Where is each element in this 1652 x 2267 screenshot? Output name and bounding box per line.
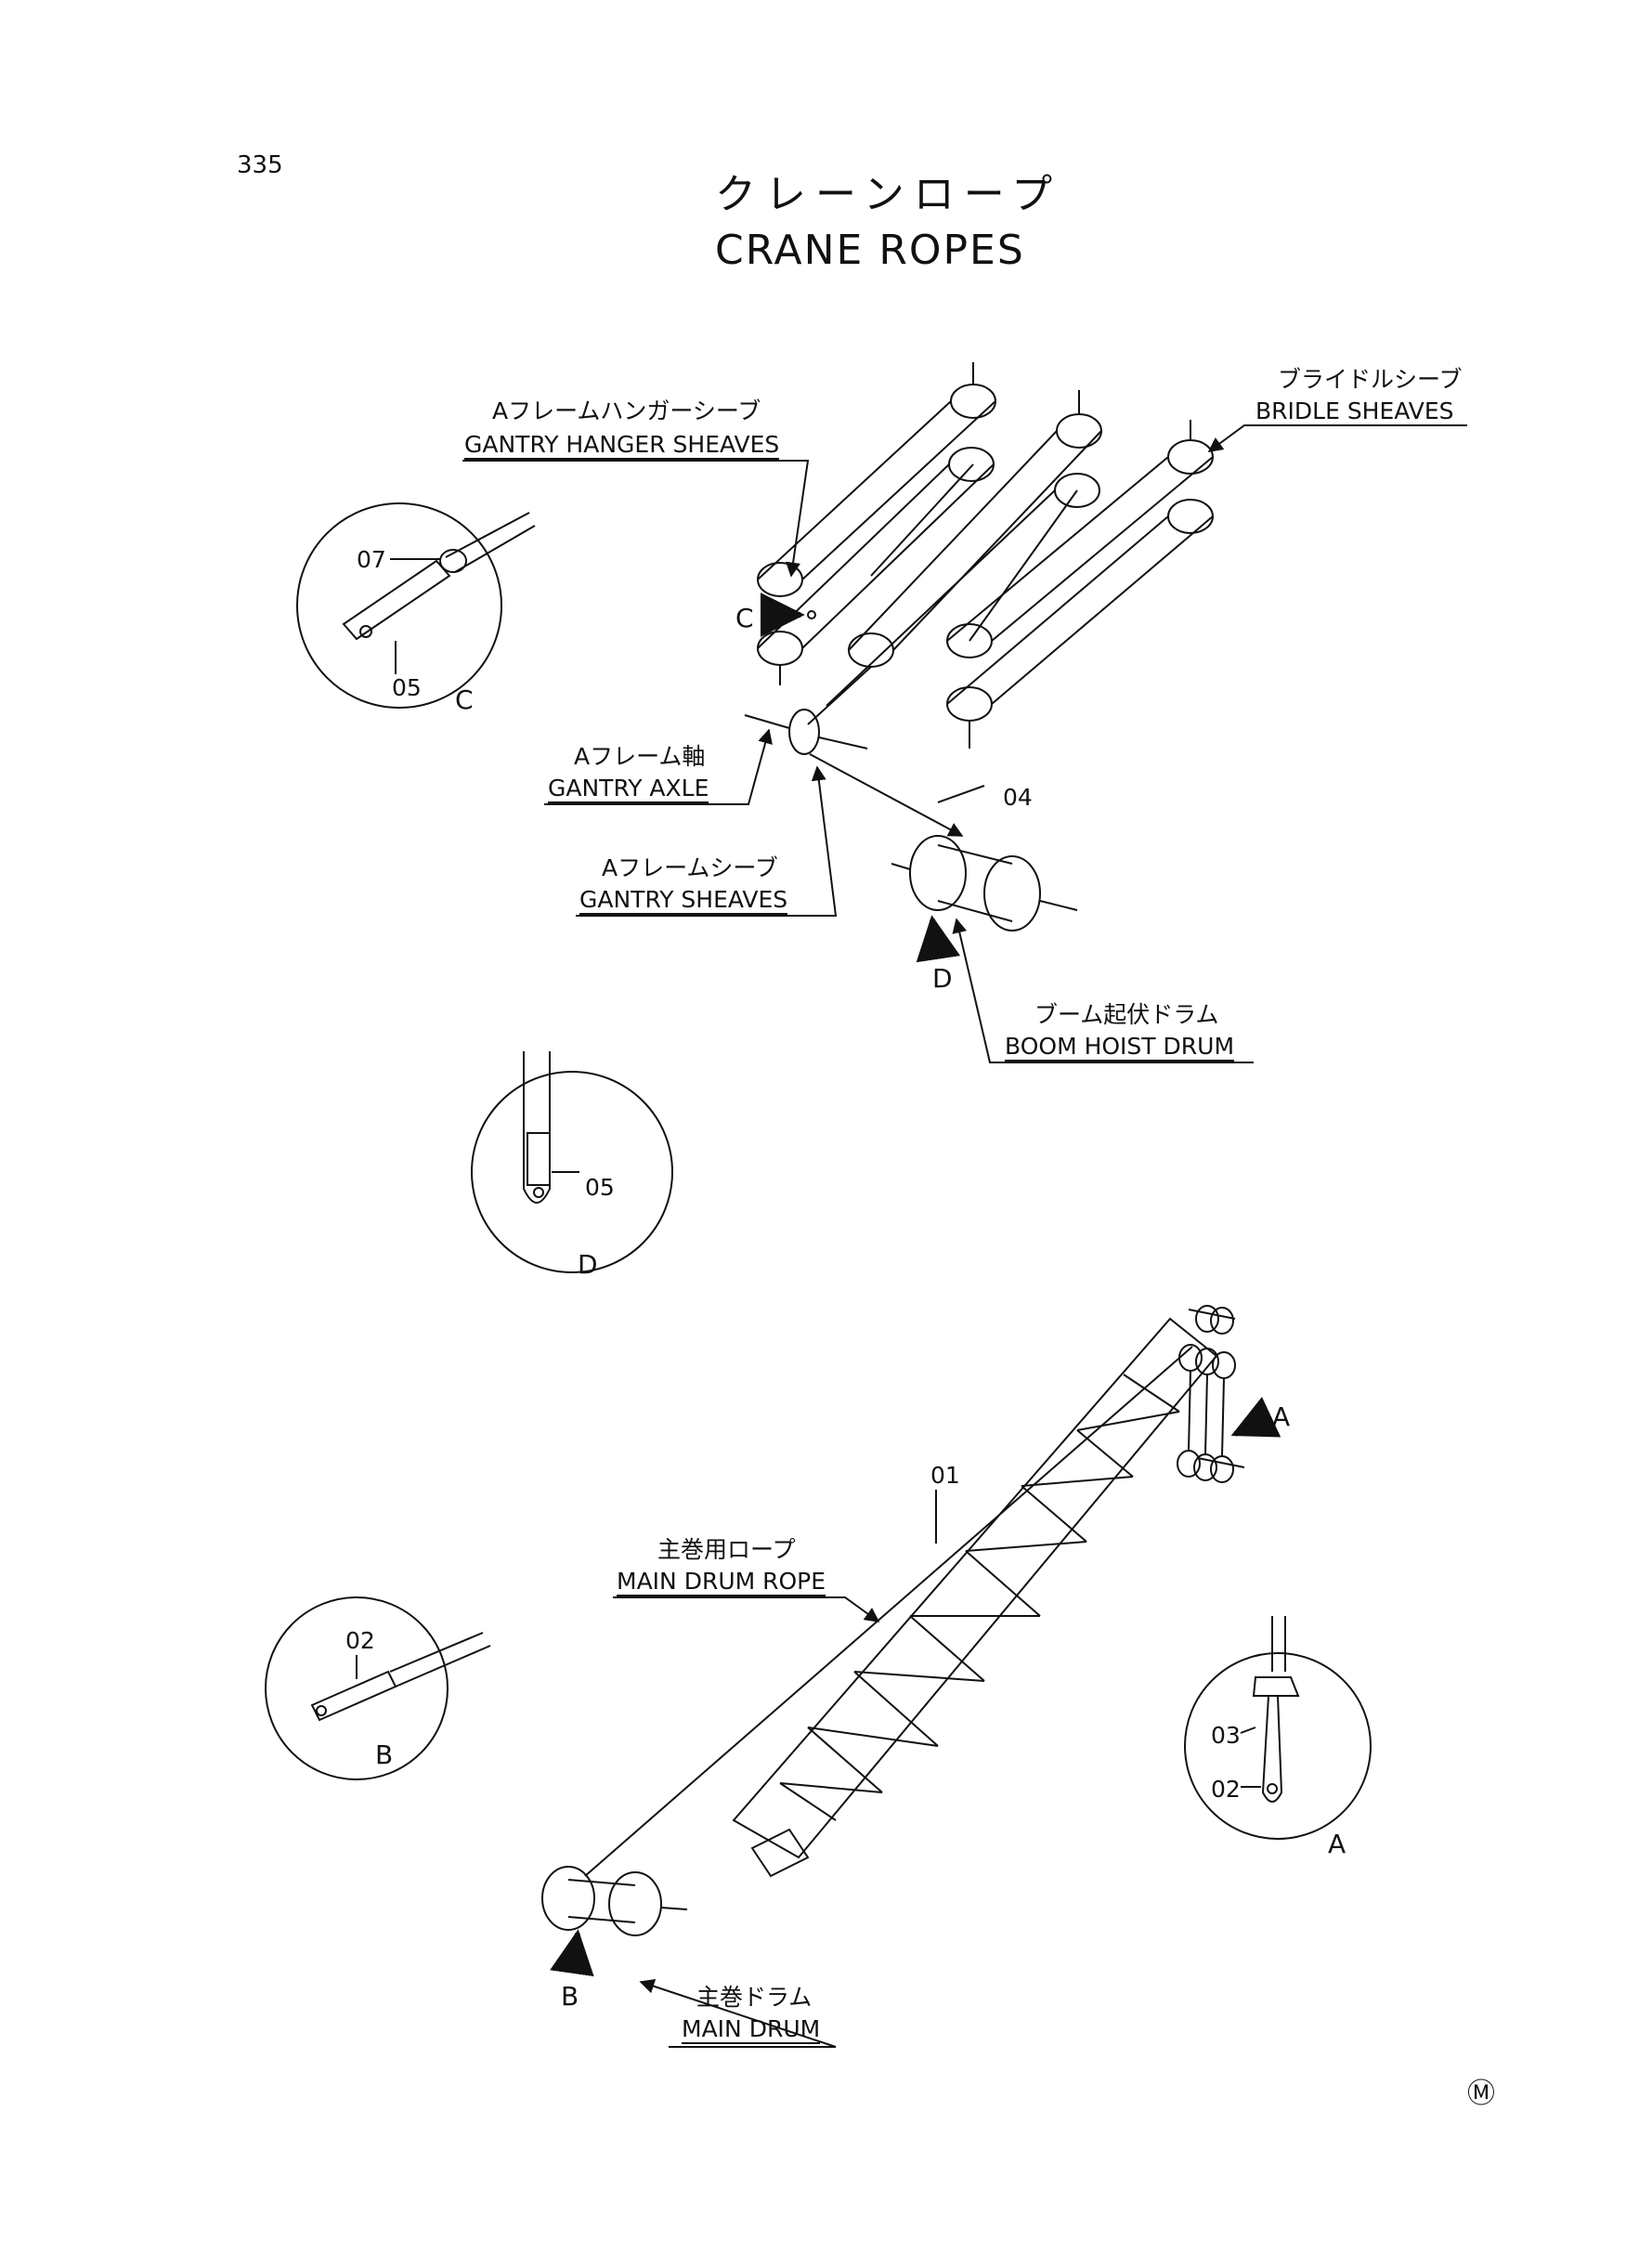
detail-c-circle <box>296 502 536 709</box>
bridle-sheaves <box>946 420 1214 749</box>
gantry-sheaves-label-jp: Aフレームシーブ <box>602 854 778 881</box>
detail-a-circle <box>1184 1616 1372 1840</box>
gantry-sheaves-label: GANTRY SHEAVES <box>579 886 788 915</box>
part-number-04: 04 <box>1003 784 1033 811</box>
view-c-pointer <box>760 593 816 637</box>
gantry-hanger-sheaves-label-jp: Aフレームハンガーシーブ <box>492 397 761 424</box>
gantry-axle-label: GANTRY AXLE <box>548 775 709 803</box>
boom-hoist-drum <box>891 785 1078 963</box>
title-japanese: クレーンロープ <box>715 171 1062 218</box>
main-drum-rope <box>584 1346 1193 1877</box>
view-c-arrow-letter: C <box>735 603 754 633</box>
manufacturer-mark: Ⓜ <box>1467 2078 1495 2110</box>
view-b-arrow-letter: B <box>561 1981 579 2012</box>
boom-lattice <box>732 1309 1245 1878</box>
page-number: 335 <box>237 151 283 179</box>
gantry-sheave <box>744 709 964 837</box>
main-drum-rope-label-jp: 主巻用ロープ <box>657 1536 796 1563</box>
detail-b-circle <box>265 1596 491 1780</box>
gantry-hanger-sheaves-label: GANTRY HANGER SHEAVES <box>464 431 780 460</box>
view-a-detail-letter: A <box>1328 1829 1346 1859</box>
view-b-detail-letter: B <box>375 1739 394 1770</box>
part-number-02-a: 02 <box>1211 1776 1241 1803</box>
main-drum-label: MAIN DRUM <box>682 2015 821 2044</box>
main-drum <box>541 1866 688 1977</box>
boom-hoist-drum-label: BOOM HOIST DRUM <box>1005 1033 1235 1062</box>
main-drum-rope-label: MAIN DRUM ROPE <box>617 1568 826 1596</box>
part-number-02-b: 02 <box>345 1627 375 1654</box>
main-drum-label-jp: 主巻ドラム <box>696 1984 813 2011</box>
part-number-07: 07 <box>357 546 386 573</box>
part-number-05-c: 05 <box>392 674 422 701</box>
rope-reeving <box>757 400 1214 725</box>
gantry-axle-label-jp: Aフレーム軸 <box>574 743 706 770</box>
page-title: CRANE ROPES <box>715 227 1025 274</box>
label-leaders <box>462 424 1467 2048</box>
part-number-01: 01 <box>930 1462 960 1489</box>
bridle-sheaves-label-jp: ブライドルシーブ <box>1278 366 1463 393</box>
boom-tip-sheaves <box>1177 1305 1281 1483</box>
detail-d-circle <box>471 1051 673 1273</box>
gantry-hanger-sheaves <box>757 362 996 685</box>
view-d-arrow-letter: D <box>932 963 953 994</box>
part-number-05-d: 05 <box>585 1174 615 1201</box>
boom-hoist-drum-label-jp: ブーム起伏ドラム <box>1034 1001 1219 1028</box>
bridle-sheaves-label: BRIDLE SHEAVES <box>1255 397 1454 426</box>
view-c-detail-letter: C <box>455 684 474 715</box>
part-number-03: 03 <box>1211 1722 1241 1749</box>
